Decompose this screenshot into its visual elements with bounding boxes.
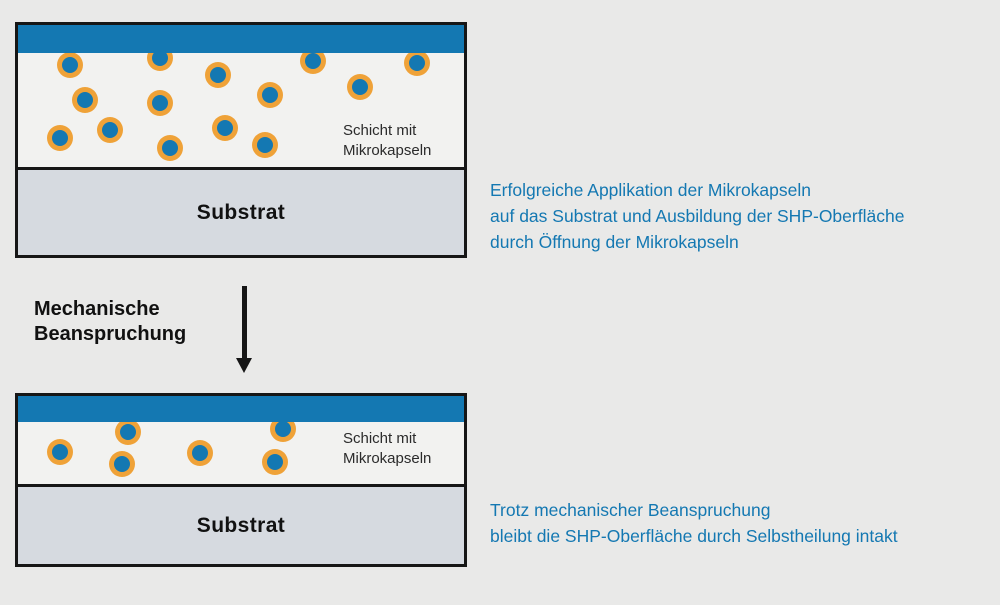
microcapsule xyxy=(262,449,288,475)
microcapsule xyxy=(47,439,73,465)
microcapsule xyxy=(72,87,98,113)
microcapsule-core xyxy=(257,137,273,153)
microcapsule-core xyxy=(267,454,283,470)
process-step-label-line: Beanspruchung xyxy=(34,323,187,345)
microcapsule xyxy=(212,115,238,141)
layer-label-line: Schicht mit xyxy=(343,122,417,139)
bottom-coating-panel: Schicht mit Mikrokapseln Substrat xyxy=(15,393,467,567)
microcapsule-core xyxy=(210,67,226,83)
microcapsule xyxy=(57,52,83,78)
microcapsule xyxy=(347,74,373,100)
microcapsule-core xyxy=(77,92,93,108)
microcapsule-core xyxy=(192,445,208,461)
caption-line: durch Öffnung der Mikrokapseln xyxy=(490,232,739,252)
top-shp-surface-layer xyxy=(18,25,464,53)
microcapsule-core xyxy=(305,53,321,69)
down-arrow-head-icon xyxy=(236,358,252,373)
caption-line: Erfolgreiche Applikation der Mikrokapsel… xyxy=(490,180,811,200)
microcapsule xyxy=(157,135,183,161)
microcapsule-core xyxy=(52,444,68,460)
top-capsule-layer-label: Schicht mit Mikrokapseln xyxy=(343,121,431,161)
bottom-substrate-label: Substrat xyxy=(196,513,286,537)
top-caption: Erfolgreiche Applikation der Mikrokapsel… xyxy=(490,177,904,255)
bottom-caption: Trotz mechanischer Beanspruchung bleibt … xyxy=(490,497,898,549)
microcapsule xyxy=(404,50,430,76)
microcapsule-core xyxy=(409,55,425,71)
down-arrow-shaft xyxy=(242,286,247,360)
microcapsule-core xyxy=(62,57,78,73)
microcapsule xyxy=(187,440,213,466)
process-step-label-line: Mechanische xyxy=(34,298,160,320)
layer-label-line: Schicht mit xyxy=(343,430,417,447)
bottom-shp-surface-layer xyxy=(18,396,464,422)
microcapsule xyxy=(115,419,141,445)
top-substrate-label: Substrat xyxy=(196,200,286,224)
microcapsule xyxy=(147,90,173,116)
microcapsule-core xyxy=(52,130,68,146)
microcapsule xyxy=(257,82,283,108)
microcapsule-core xyxy=(102,122,118,138)
microcapsule xyxy=(47,125,73,151)
bottom-capsule-layer-label: Schicht mit Mikrokapseln xyxy=(343,429,431,469)
top-coating-panel: Schicht mit Mikrokapseln Substrat xyxy=(15,22,467,258)
microcapsule xyxy=(205,62,231,88)
caption-line: bleibt die SHP-Oberfläche durch Selbsthe… xyxy=(490,526,898,546)
layer-label-line: Mikrokapseln xyxy=(343,142,432,159)
microcapsule-core xyxy=(275,421,291,437)
top-capsule-field xyxy=(18,25,464,255)
microcapsule-core xyxy=(114,456,130,472)
microcapsule-core xyxy=(162,140,178,156)
caption-line: auf das Substrat und Ausbildung der SHP-… xyxy=(490,206,905,226)
microcapsule xyxy=(109,451,135,477)
microcapsule-core xyxy=(217,120,233,136)
layer-label-line: Mikrokapseln xyxy=(343,450,432,467)
microcapsule-core xyxy=(152,50,168,66)
top-substrate: Substrat xyxy=(18,167,464,255)
microcapsule-core xyxy=(120,424,136,440)
process-step-label: Mechanische Beanspruchung xyxy=(34,297,186,347)
caption-line: Trotz mechanischer Beanspruchung xyxy=(490,500,771,520)
microcapsule-core xyxy=(152,95,168,111)
microcapsule-core xyxy=(352,79,368,95)
microcapsule xyxy=(252,132,278,158)
bottom-substrate: Substrat xyxy=(18,484,464,564)
microcapsule xyxy=(97,117,123,143)
microcapsule-core xyxy=(262,87,278,103)
